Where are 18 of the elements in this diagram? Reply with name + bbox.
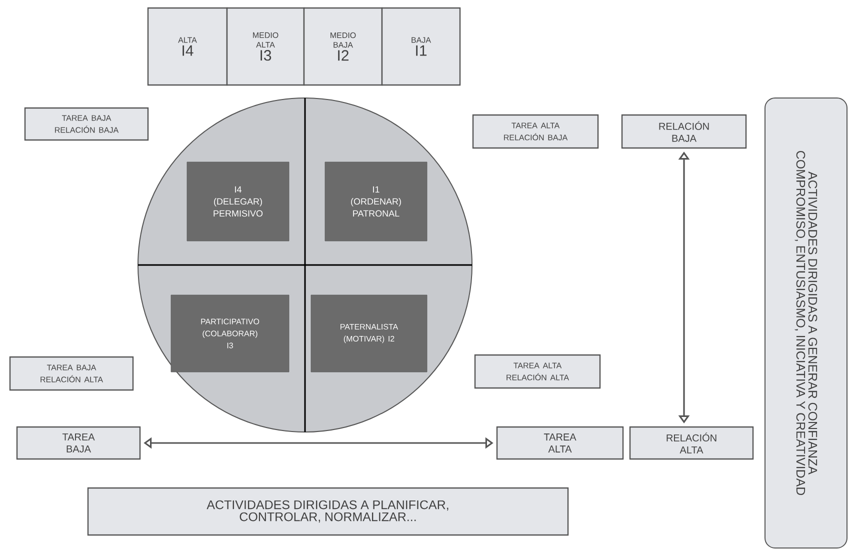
style-box: PATERNALISTA (MOTIVAR) I2 — [310, 294, 428, 372]
style-box: PARTICIPATIVO (COLABORAR) I3 — [170, 294, 290, 372]
level-cell: ALTA I4 — [147, 7, 228, 86]
style-box: I1 (ORDENAR) PATRONAL — [324, 162, 428, 242]
label-box: TAREA ALTA — [496, 426, 624, 460]
description-box: ACTIVIDADES DIRIGIDAS A GENERAR CONFIANZA COMPROMISO, ENTUSIASMO, INICIATIVA Y CREATIVIDAD — [764, 98, 848, 548]
description-box: ACTIVIDADES DIRIGIDAS A PLANIFICAR, CONTROLAR, NORMALIZAR... — [87, 487, 569, 536]
label-box: TAREA ALTA RELACIÓN ALTA — [474, 354, 601, 389]
label-box: RELACIÓN BAJA — [621, 114, 747, 149]
level-cell: BAJA I1 — [381, 7, 461, 86]
label-box: TAREA ALTA RELACIÓN BAJA — [472, 114, 599, 149]
level-cell: MEDIO BAJA I2 — [303, 7, 383, 86]
level-cell: MEDIO ALTA I3 — [226, 7, 305, 86]
label-box: TAREA BAJA — [16, 426, 141, 460]
label-box: TAREA BAJA RELACIÓN BAJA — [24, 107, 149, 141]
style-box: I4 (DELEGAR) PERMISIVO — [186, 162, 290, 242]
label-box: RELACIÓN ALTA — [629, 426, 754, 460]
label-box: TAREA BAJA RELACIÓN ALTA — [9, 356, 134, 391]
